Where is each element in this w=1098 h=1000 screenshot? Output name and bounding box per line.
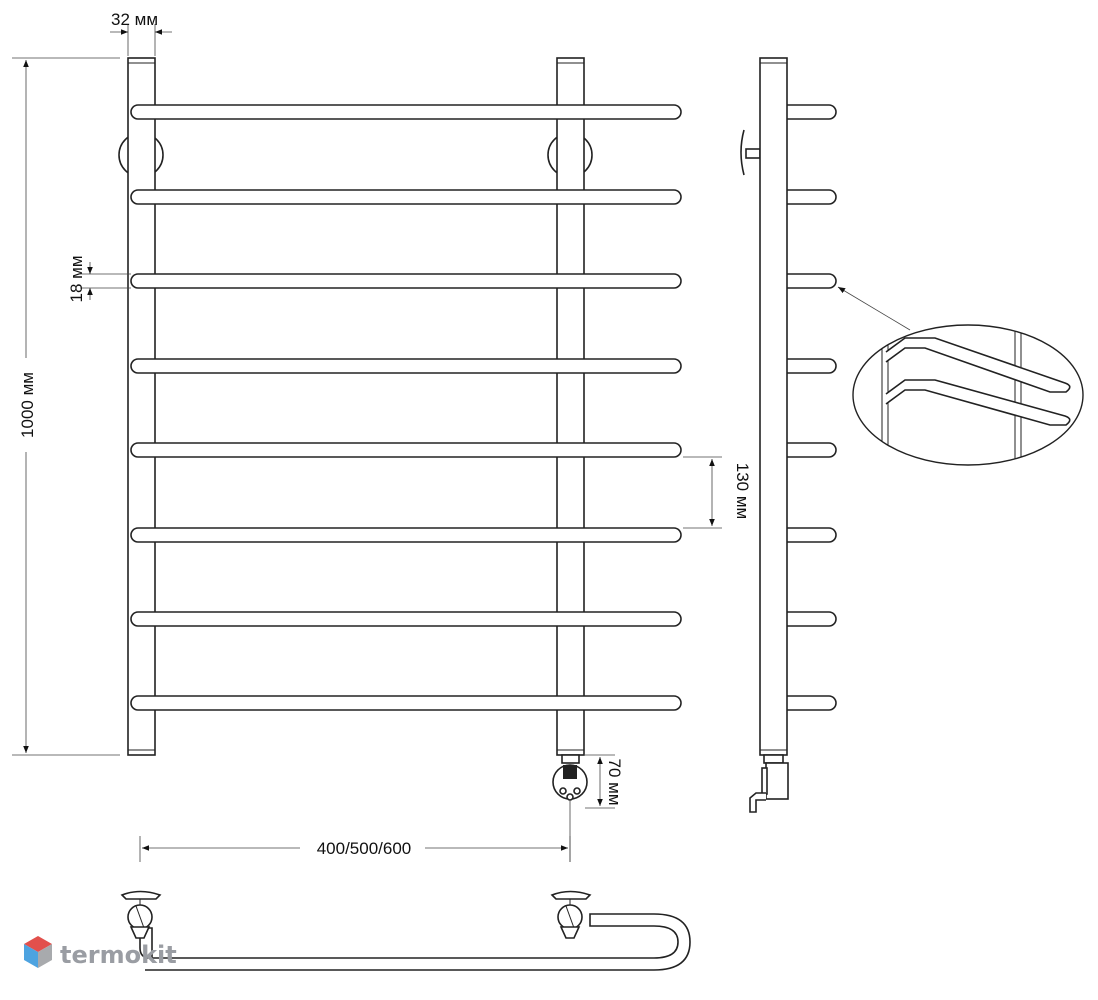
rung-6 <box>130 527 682 543</box>
rung-detail-callout <box>852 324 1084 466</box>
rung-1 <box>130 104 682 120</box>
termokit-logo: termokit <box>24 936 177 969</box>
dim-rung-spacing: 130 мм <box>733 463 752 519</box>
dim-rung-diameter: 18 мм <box>67 255 86 302</box>
right-upright <box>556 57 585 756</box>
rung-3 <box>130 273 682 289</box>
dim-width-options: 400/500/600 <box>317 839 412 858</box>
side-heating-element <box>749 754 789 813</box>
side-wall-bracket <box>740 129 761 176</box>
hexagon-cube-icon <box>24 936 52 968</box>
top-view-rung-loop <box>139 913 691 971</box>
top-left-mount <box>120 890 162 939</box>
logo-text: termokit <box>60 941 177 969</box>
rung-5 <box>130 442 682 458</box>
side-upright <box>759 57 788 756</box>
rung-4 <box>130 358 682 374</box>
rung-8 <box>130 695 682 711</box>
dim-connection-offset: 70 мм <box>605 758 624 805</box>
side-view <box>740 57 911 813</box>
dimensions: 32 мм 1000 мм 18 мм 130 мм 70 мм 400/500… <box>12 10 752 862</box>
top-right-mount <box>550 890 592 939</box>
side-rungs <box>777 104 837 711</box>
rungs <box>130 104 682 711</box>
dim-pipe-diameter: 32 мм <box>111 10 158 29</box>
left-upright <box>127 57 156 756</box>
rung-7 <box>130 611 682 627</box>
dim-height: 1000 мм <box>18 372 37 438</box>
heating-element <box>552 754 588 862</box>
front-view <box>118 57 682 862</box>
rung-2 <box>130 189 682 205</box>
top-view <box>120 890 691 971</box>
